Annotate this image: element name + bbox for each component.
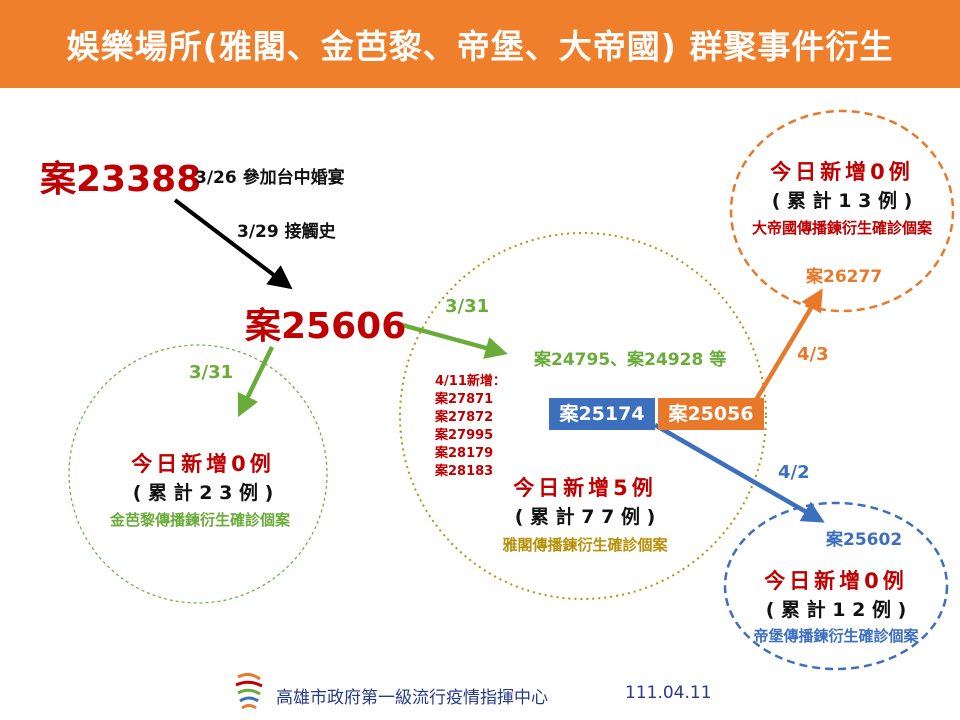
yage-new-case: 案27872 <box>435 410 494 425</box>
dibao-desc: 帝堡傳播鍊衍生確診個案 <box>753 627 919 645</box>
dibao-case: 案25602 <box>826 530 903 550</box>
arrow-a-to-b <box>173 198 293 290</box>
arrow-b-to-yage <box>401 322 508 359</box>
dadiguo-case: 案26277 <box>806 267 883 287</box>
dibao-today: 今日新增0例 <box>764 569 908 593</box>
case-23388-note: 3/26 參加台中婚宴 <box>195 168 345 188</box>
yage-cases: 案24795、案24928 等 <box>534 350 727 370</box>
yage-new-list-title: 4/11新增： <box>435 374 506 389</box>
yage-today: 今日新增5例 <box>513 476 657 500</box>
footer-date: 111.04.11 <box>625 683 712 703</box>
jinbali-circle <box>68 344 328 604</box>
dadiguo-circle <box>729 109 955 313</box>
arrow-to-dibao <box>653 423 825 523</box>
yage-total: ( 累 計 7 7 例 ) <box>514 506 656 528</box>
yage-new-case: 案27871 <box>435 392 494 407</box>
header-bar: 娛樂場所(雅閣、金芭黎、帝堡、大帝國) 群聚事件衍生 <box>0 0 960 88</box>
case-25056-box: 案25056 <box>658 398 764 430</box>
page-title: 娛樂場所(雅閣、金芭黎、帝堡、大帝國) 群聚事件衍生 <box>66 27 894 66</box>
arrow-a-label: 3/29 接觸史 <box>237 222 336 242</box>
arrow-b-to-jinbali <box>237 346 275 418</box>
yage-new-case: 案27995 <box>435 428 494 443</box>
yage-circle <box>399 232 767 600</box>
dadiguo-today: 今日新增0例 <box>770 160 914 184</box>
footer-org: 高雄市政府第一級流行疫情指揮中心 <box>276 688 548 708</box>
yage-new-case: 案28183 <box>435 464 494 479</box>
jinbali-date: 3/31 <box>189 362 234 383</box>
kaohsiung-logo-icon <box>235 673 263 710</box>
jinbali-total: ( 累 計 2 3 例 ) <box>132 482 274 504</box>
jinbali-today: 今日新增0例 <box>131 452 275 476</box>
case-25174-box: 案25174 <box>549 398 655 430</box>
yage-desc: 雅閣傳播鍊衍生確診個案 <box>502 536 668 554</box>
case-23388: 案23388 <box>40 159 202 200</box>
yage-new-case: 案28179 <box>435 446 494 461</box>
yage-new-list: 4/11新增： 案27871 案27872 案27995 案28179 案281… <box>435 373 506 481</box>
arrow-to-dadiguo <box>754 288 823 402</box>
case-25606: 案25606 <box>245 306 407 347</box>
dadiguo-desc: 大帝國傳播鍊衍生確診個案 <box>751 219 932 237</box>
dibao-date: 4/2 <box>778 462 810 483</box>
jinbali-desc: 金芭黎傳播鍊衍生確診個案 <box>109 511 290 529</box>
dadiguo-total: ( 累 計 1 3 例 ) <box>771 190 913 212</box>
yage-date: 3/31 <box>445 296 490 317</box>
dibao-circle <box>723 501 949 671</box>
dibao-total: ( 累 計 1 2 例 ) <box>765 599 907 621</box>
dadiguo-date: 4/3 <box>797 344 829 365</box>
